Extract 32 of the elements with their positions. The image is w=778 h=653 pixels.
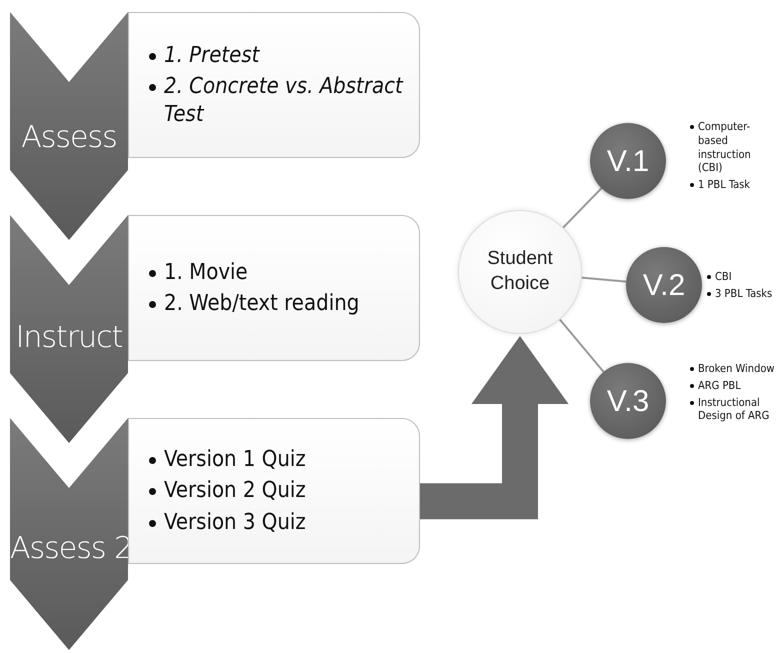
list-item: 2. Web/text reading (164, 290, 360, 318)
version-circle (590, 123, 666, 199)
version-circle (590, 363, 666, 439)
connector-line (582, 276, 626, 283)
list-item: Computer-based instruction (CBI) (698, 120, 752, 175)
chevron-shape (10, 418, 128, 650)
connector-line (562, 188, 602, 228)
stage-label: Instruct (14, 320, 124, 355)
list-item: CBI (715, 270, 732, 284)
list-item: Version 1 Quiz (164, 446, 306, 474)
list-card (128, 418, 420, 564)
list-card (128, 215, 420, 361)
list-item: Instructional Design of ARG (698, 396, 770, 423)
version-circle (626, 247, 702, 323)
chevron-shape (10, 215, 128, 443)
list-item: 1. Movie (164, 258, 248, 286)
stage-label: Assess (20, 120, 118, 155)
list-item: Broken Window (698, 362, 775, 376)
list-item: 1 PBL Task (698, 178, 750, 192)
list-card (128, 12, 420, 158)
list-item: Version 2 Quiz (164, 477, 306, 505)
circle-label: Student Choice (486, 247, 554, 296)
version-label: V.1 (606, 144, 650, 180)
list-item: 3 PBL Tasks (715, 286, 772, 300)
list-item: 2. Concrete vs. Abstract Test (164, 73, 404, 128)
list-item: ARG PBL (698, 378, 741, 392)
list-item: Version 3 Quiz (164, 508, 306, 536)
list-item: 1. Pretest (164, 42, 260, 70)
version-label: V.2 (642, 268, 686, 304)
chevron-shape (10, 12, 128, 240)
version-label: V.3 (606, 384, 650, 420)
connector-line (559, 318, 604, 372)
